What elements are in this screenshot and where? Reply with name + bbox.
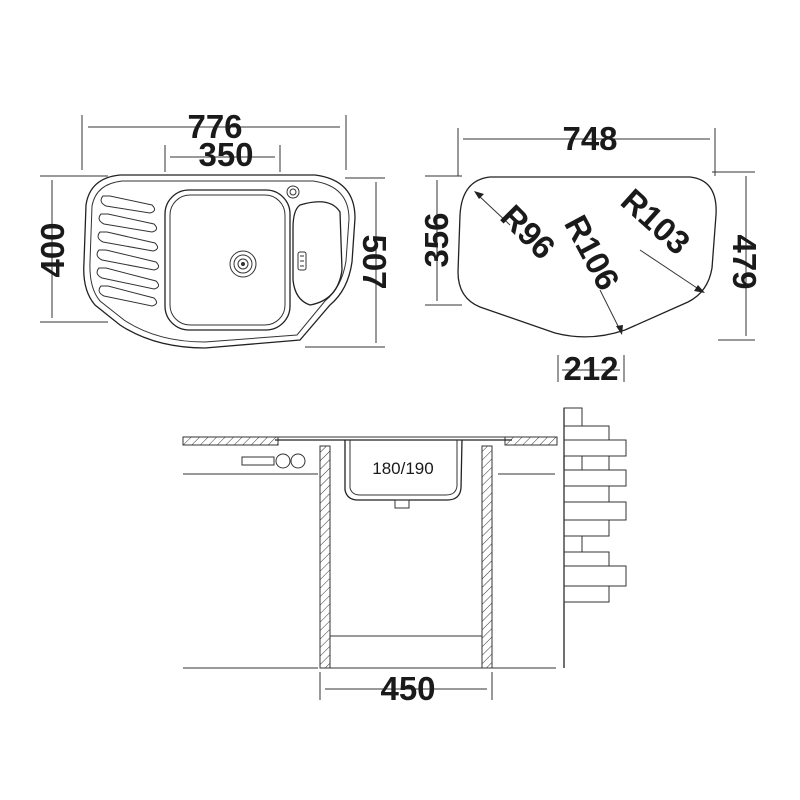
outline-view: 748 356 479 212 xyxy=(418,120,763,387)
width-776-label: 776 xyxy=(187,108,242,145)
bowl-depth-label: 180/190 xyxy=(372,459,433,478)
sink-outline-shape xyxy=(457,176,717,338)
top-view: 776 350 400 507 xyxy=(34,108,393,349)
radius-r96-label: R96 xyxy=(494,197,563,266)
tap-hole-icon xyxy=(286,185,300,199)
drain-icon xyxy=(229,250,257,278)
radius-r103-label: R103 xyxy=(614,181,697,261)
overflow-icon xyxy=(297,251,307,271)
main-bowl-inner xyxy=(169,194,286,326)
sink-inner-rim xyxy=(89,180,350,343)
sink-top-outline xyxy=(83,174,356,349)
overflow-control-icon xyxy=(241,453,306,469)
main-bowl xyxy=(164,189,291,331)
depth-400-label: 400 xyxy=(34,222,71,277)
side-bowl xyxy=(292,201,343,306)
radius-arrows xyxy=(474,191,705,335)
radius-r106-label: R106 xyxy=(557,209,627,296)
cabinet-walls xyxy=(319,445,556,669)
dimension-212: 212 xyxy=(557,350,625,387)
sink-section-profile xyxy=(275,439,512,509)
dimension-350: 350 xyxy=(164,136,281,173)
section-view: 180/190 xyxy=(182,407,627,707)
tap-hole-inner-icon xyxy=(289,188,297,196)
drainer-ribs xyxy=(96,195,160,307)
dimension-776: 776 xyxy=(81,108,347,170)
dimension-400: 400 xyxy=(34,175,108,323)
cabinet-width-450-label: 450 xyxy=(380,670,435,707)
dimension-450: 450 xyxy=(319,670,493,707)
overall-depth-507-label: 507 xyxy=(356,234,393,289)
width-748-label: 748 xyxy=(562,120,617,157)
dimension-748: 748 xyxy=(457,120,716,176)
height-479-label: 479 xyxy=(726,234,763,289)
dimension-356: 356 xyxy=(418,175,462,306)
bowl-width-350-label: 350 xyxy=(198,136,253,173)
height-356-label: 356 xyxy=(418,212,455,267)
countertop xyxy=(182,436,558,669)
dimension-479: 479 xyxy=(712,171,763,341)
dimension-507: 507 xyxy=(305,177,393,348)
brick-wall xyxy=(563,407,627,668)
bottom-width-212-label: 212 xyxy=(563,350,618,387)
